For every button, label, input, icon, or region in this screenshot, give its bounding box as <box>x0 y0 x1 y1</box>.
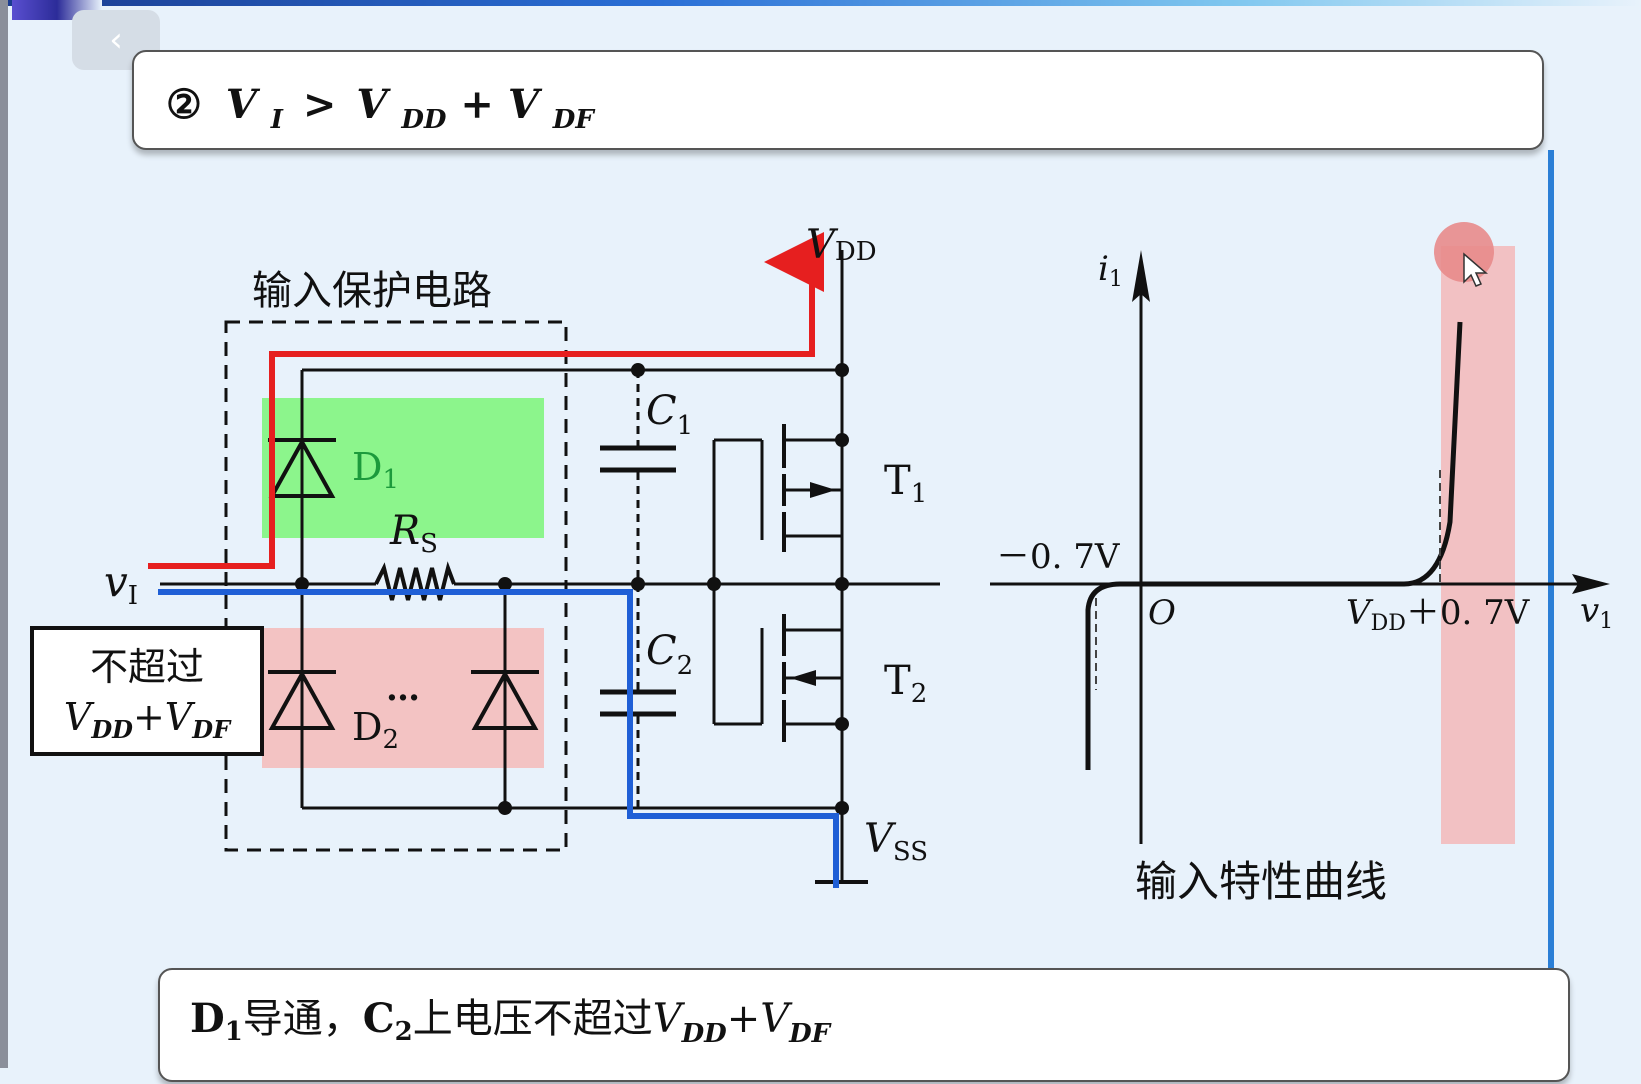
protection-circuit-label: 输入保护电路 <box>252 268 492 314</box>
d1-label: D1 <box>352 445 399 495</box>
chevron-left-icon: ‹ <box>109 20 123 60</box>
slide-title-box: ② V I > V DD + V DF <box>132 50 1544 150</box>
title-vdd: V <box>356 81 391 128</box>
diode-d1 <box>268 437 336 498</box>
resistor-rs <box>374 561 456 601</box>
d2-label: D2 <box>352 705 399 755</box>
junction-dots <box>295 363 849 815</box>
slide-footer-box: D1导通，C2上电压不超过VDD+VDF <box>158 968 1570 1082</box>
mouse-pointer-icon <box>1463 252 1489 287</box>
title-vdf-sub: DF <box>552 105 596 135</box>
slide-footer: D1导通，C2上电压不超过VDD+VDF <box>190 995 832 1049</box>
limit-note-box <box>30 626 264 756</box>
title-plus: + <box>460 81 494 128</box>
graph-negative-threshold-label: －0. 7V <box>996 537 1121 577</box>
circuit-wires <box>160 250 940 884</box>
title-gt: > <box>303 81 337 128</box>
limit-note-line2: VDD+VDF <box>64 695 232 744</box>
slide-right-accent <box>1548 150 1554 970</box>
title-vdf: V <box>508 81 543 128</box>
rs-label: RS <box>389 508 438 559</box>
diode-d2-left <box>268 669 336 730</box>
graph-i-axis-label: i1 <box>1098 249 1123 292</box>
t2-label: T2 <box>884 658 927 709</box>
limit-note-line1: 不超过 <box>90 645 204 689</box>
c1-label: C1 <box>646 388 693 441</box>
title-circle-num: ② <box>166 81 202 128</box>
red-current-path <box>148 232 824 569</box>
graph-caption: 输入特性曲线 <box>1135 857 1387 906</box>
d2-dots-label: … <box>386 669 420 709</box>
svg-text:② V I >: ② V I > V DD + V DF <box>166 81 595 138</box>
title-vi: V <box>226 81 261 128</box>
graph-highlight-zone <box>1441 246 1515 844</box>
graph-y-arrow <box>1132 250 1150 302</box>
slide-title: ② V I > V DD + V DF <box>166 81 595 138</box>
window-left-edge <box>0 0 8 1068</box>
graph-origin-label: O <box>1148 593 1176 633</box>
title-vdd-sub: DD <box>400 105 447 135</box>
t1-label: T1 <box>884 458 927 509</box>
vss-label: VSS <box>864 816 928 867</box>
blue-current-path <box>158 589 839 888</box>
graph-positive-threshold-label: VDD＋0. 7V <box>1346 593 1531 636</box>
d1-highlight-zone <box>262 398 544 538</box>
protection-circuit-box <box>224 320 568 852</box>
d2-highlight-zone <box>262 628 544 768</box>
c2-label: C2 <box>646 628 693 681</box>
t1-arrow <box>810 482 836 498</box>
graph-x-arrow <box>1572 574 1610 594</box>
diode-d2-right <box>471 669 539 730</box>
title-vi-sub: I <box>270 105 284 135</box>
vdd-label: VDD <box>806 222 877 268</box>
graph-v-axis-label: v1 <box>1580 591 1613 634</box>
characteristic-curve <box>1085 321 1463 770</box>
input-characteristic-graph <box>990 250 1610 844</box>
footer-text: D1导通，C2上电压不超过VDD+VDF <box>190 995 832 1049</box>
vi-label: vI <box>104 557 138 611</box>
slide-top-strip <box>8 0 1641 6</box>
t2-arrow <box>790 670 816 686</box>
